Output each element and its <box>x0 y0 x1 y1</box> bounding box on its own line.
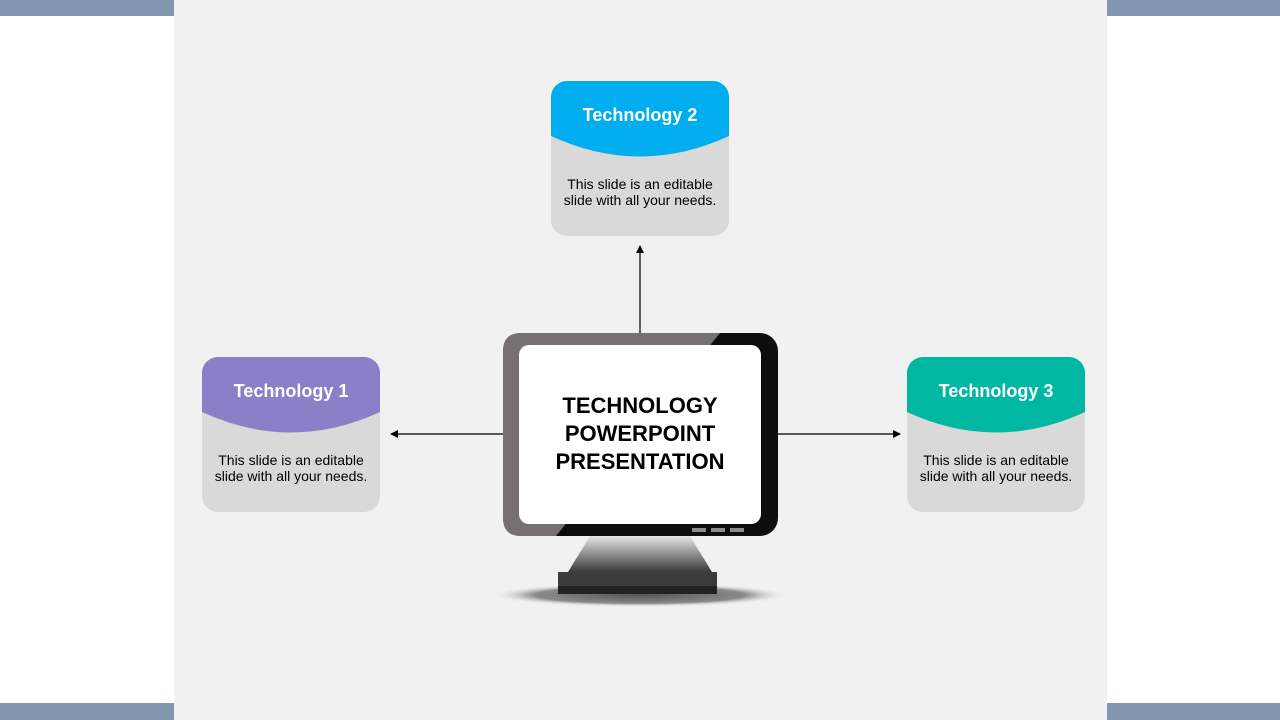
card-title: Technology 1 <box>233 380 349 401</box>
bottom-right-bar <box>1107 703 1280 720</box>
card-description: This slide is an editable slide with all… <box>214 452 368 484</box>
card-description: This slide is an editable slide with all… <box>563 176 717 208</box>
top-left-bar <box>0 0 174 16</box>
technology-2-card: Technology 2 This slide is an editable s… <box>551 81 729 236</box>
card-title: Technology 3 <box>938 380 1054 401</box>
card-title: Technology 2 <box>582 104 698 125</box>
card-header-shape <box>907 357 1085 433</box>
technology-1-card: Technology 1 This slide is an editable s… <box>202 357 380 512</box>
monitor-icon <box>490 333 790 607</box>
card-header-shape <box>551 81 729 157</box>
card-header-shape <box>202 357 380 433</box>
card-description: This slide is an editable slide with all… <box>919 452 1073 484</box>
technology-3-card: Technology 3 This slide is an editable s… <box>907 357 1085 512</box>
bottom-left-bar <box>0 703 174 720</box>
top-right-bar <box>1107 0 1280 16</box>
center-title: TECHNOLOGY POWERPOINT PRESENTATION <box>555 393 725 474</box>
